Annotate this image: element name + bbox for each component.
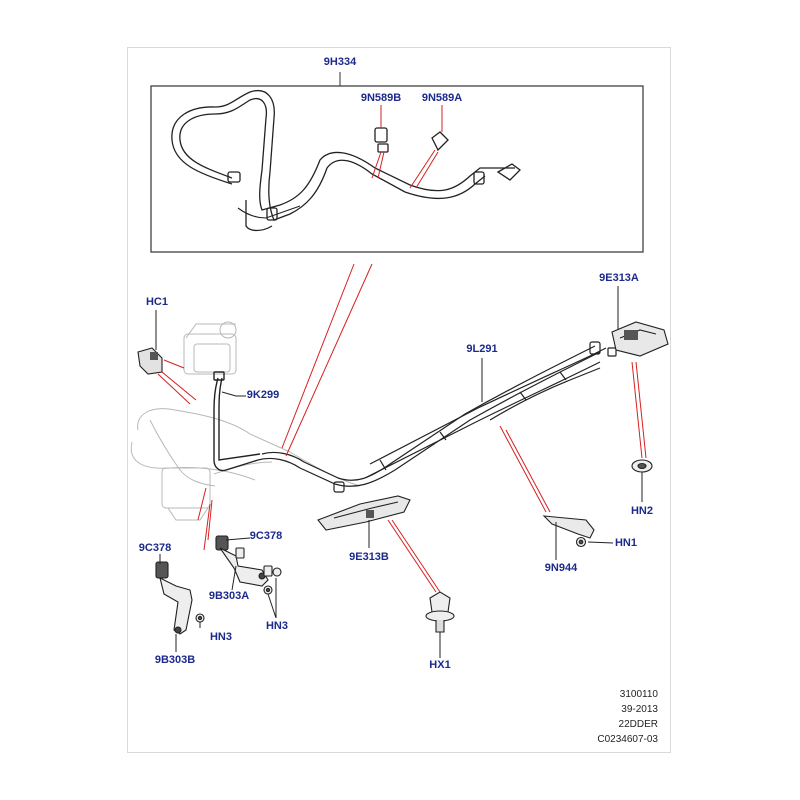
label-9h334: 9H334 xyxy=(323,56,357,68)
label-9n589a: 9N589A xyxy=(421,92,463,104)
label-hn1: HN1 xyxy=(614,537,638,549)
label-hn3-right: HN3 xyxy=(265,620,289,632)
label-9l291: 9L291 xyxy=(466,343,498,355)
label-hn2: HN2 xyxy=(630,505,654,517)
clip-9e313a xyxy=(611,321,669,357)
footer-code-2: 39-2013 xyxy=(621,704,658,715)
label-9n944: 9N944 xyxy=(544,562,578,574)
label-9e313b: 9E313B xyxy=(349,551,389,563)
fastener-hn2 xyxy=(631,459,653,473)
label-hn3-left: HN3 xyxy=(209,631,233,643)
label-9k299: 9K299 xyxy=(246,389,280,401)
bracket-9c378-right xyxy=(215,535,273,587)
diagram-frame xyxy=(127,47,671,753)
label-9b303a: 9B303A xyxy=(208,590,250,602)
bracket-9n944 xyxy=(542,515,595,539)
bracket-9c378-left xyxy=(155,561,193,635)
label-9b303b: 9B303B xyxy=(154,654,196,666)
label-9e313a: 9E313A xyxy=(599,272,639,284)
fastener-hn1 xyxy=(575,536,587,548)
fuel-pipe-detail xyxy=(171,90,521,232)
label-hc1: HC1 xyxy=(145,296,169,308)
label-hx1: HX1 xyxy=(429,659,451,671)
ghost-reference-parts xyxy=(130,321,361,521)
fuel-line-9l291 xyxy=(257,341,617,493)
fastener-hc1 xyxy=(137,347,163,375)
footer-code-1: 3100110 xyxy=(619,689,658,700)
footer-code-4: C0234607-03 xyxy=(597,734,658,745)
fastener-hn3-right xyxy=(263,567,282,595)
detail-box-9h334 xyxy=(150,72,644,253)
detail-leaders xyxy=(371,105,443,189)
hose-9k299 xyxy=(213,371,261,472)
label-9c378-right: 9C378 xyxy=(249,530,283,542)
black-leaders xyxy=(155,286,643,658)
label-9c378-left: 9C378 xyxy=(138,542,172,554)
footer-code-3: 22DDER xyxy=(618,719,658,730)
red-leaders xyxy=(157,263,647,593)
label-9n589b: 9N589B xyxy=(360,92,402,104)
fastener-hn3-left xyxy=(195,613,205,623)
clip-9e313b xyxy=(317,495,411,531)
fastener-hx1 xyxy=(425,591,455,633)
